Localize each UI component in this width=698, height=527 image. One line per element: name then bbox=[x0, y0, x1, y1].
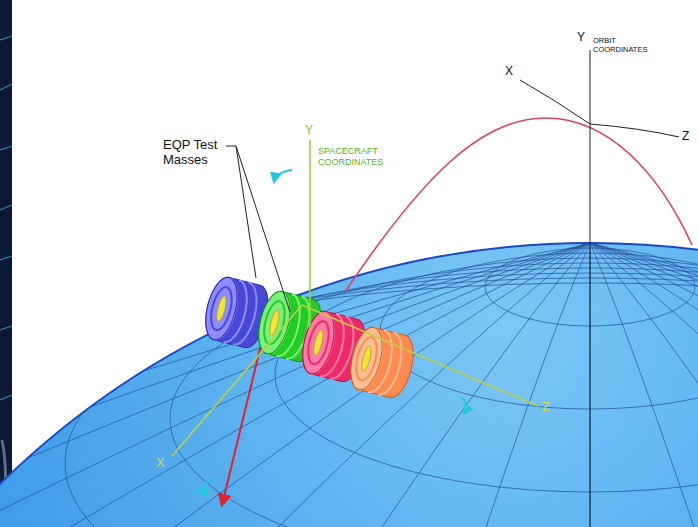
meridian-line bbox=[245, 243, 590, 527]
meridian-line bbox=[590, 243, 698, 527]
spacecraft-axes bbox=[172, 140, 538, 456]
meridian-line bbox=[590, 243, 698, 527]
axis-label: Z bbox=[682, 130, 694, 143]
latitude-line bbox=[0, 278, 698, 527]
axis-label: Y bbox=[577, 31, 589, 44]
meridian-line bbox=[590, 243, 698, 527]
meridian-line bbox=[475, 243, 590, 527]
axis-label: X bbox=[505, 65, 517, 78]
test-mass-cylinder bbox=[345, 324, 419, 401]
axis-label: X bbox=[156, 456, 170, 470]
meridian-line bbox=[590, 243, 698, 527]
latitude-line bbox=[0, 283, 698, 527]
orbit-axes bbox=[520, 50, 679, 527]
meridian-line bbox=[590, 243, 698, 527]
leader-lines bbox=[226, 146, 290, 312]
meridian-line bbox=[0, 243, 590, 527]
meridian-line bbox=[15, 243, 590, 527]
latitude-line bbox=[275, 258, 698, 492]
orbit-path bbox=[345, 118, 692, 292]
latitude-line bbox=[65, 268, 698, 527]
rotation-arrows bbox=[204, 170, 467, 496]
latitude-line bbox=[0, 273, 698, 527]
latitude-line bbox=[380, 253, 698, 409]
meridian-line bbox=[0, 243, 590, 527]
space-photo-strip bbox=[0, 0, 12, 527]
coordinate-label: ORBIT COORDINATES bbox=[593, 36, 653, 54]
meridian-line bbox=[590, 243, 698, 527]
axis-label: Z bbox=[542, 400, 556, 414]
meridian-line bbox=[0, 243, 590, 527]
axis-label: Y bbox=[305, 124, 319, 137]
meridian-line bbox=[130, 243, 590, 527]
meridian-line bbox=[590, 243, 698, 527]
coordinate-label: SPACECRAFT COORDINATES bbox=[318, 146, 398, 168]
latitude-line bbox=[170, 263, 698, 527]
callout-label: EQP Test Masses bbox=[163, 137, 238, 167]
meridian-line bbox=[590, 243, 698, 527]
meridian-line bbox=[0, 243, 590, 527]
meridian-line bbox=[590, 243, 698, 527]
